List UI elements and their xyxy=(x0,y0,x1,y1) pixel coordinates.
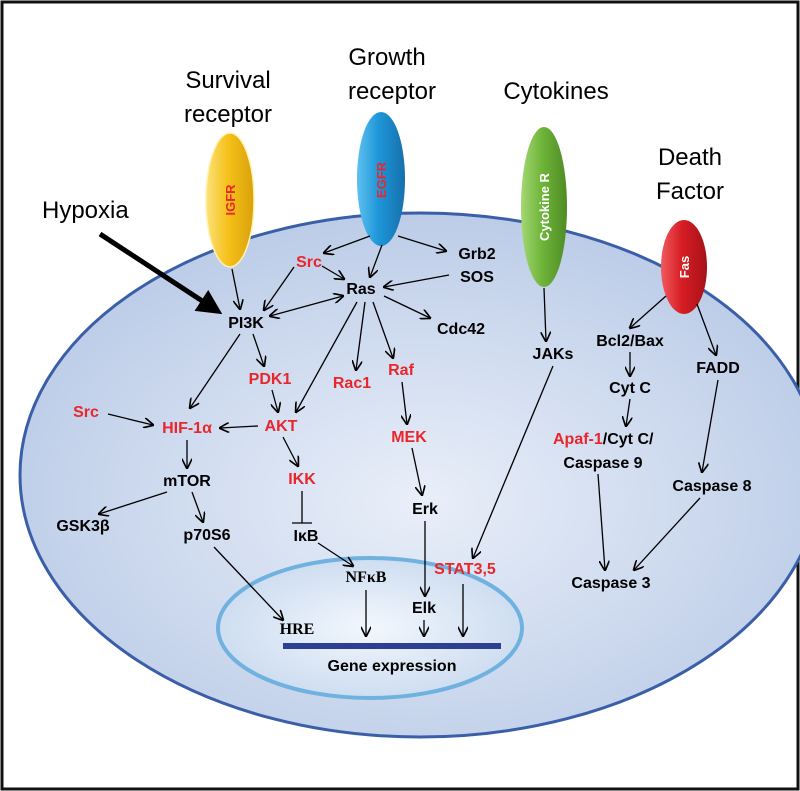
arrow-hypoxia-pi3k xyxy=(98,231,223,315)
caspase-3-node: Caspase 3 xyxy=(571,575,650,592)
hif-1a-node: HIF-1α xyxy=(162,420,212,437)
cytokine-receptor xyxy=(521,127,567,287)
stat3-5-node: STAT3,5 xyxy=(434,561,496,578)
arrow-ras-akt xyxy=(296,301,358,412)
cdc42-node: Cdc42 xyxy=(437,321,485,338)
arrow-fadd-caspase8 xyxy=(702,379,719,472)
arrow-egfr-ras xyxy=(370,244,383,277)
arrow-ikb-nfkb xyxy=(317,542,353,566)
arrow-src-hif xyxy=(107,413,153,425)
arrow-mtor-gsk3b xyxy=(99,491,168,514)
death-factor-subtitle: Factor xyxy=(656,178,724,205)
pdk1-node: PDK1 xyxy=(249,371,292,388)
jaks-node: JAKs xyxy=(533,346,574,363)
egfr-receptor xyxy=(357,112,405,246)
arrow-egfr-grb2 xyxy=(397,235,446,251)
cyt-c-slash-label: /Cyt C/ xyxy=(603,431,654,448)
cytokines-title: Cytokines xyxy=(503,78,608,105)
arrow-pi3k-pdk1 xyxy=(252,333,264,366)
gene-expression-label: Gene expression xyxy=(328,658,457,675)
gene-expression-bar xyxy=(283,643,501,649)
arrow-cytokine-jaks xyxy=(544,287,546,341)
gsk3b-node: GSK3β xyxy=(56,518,110,535)
cytokine-r-label: Cytokine R xyxy=(537,172,552,241)
arrow-akt-hif xyxy=(220,426,259,428)
arrow-igfr-pi3k xyxy=(231,268,240,309)
arrow-pi3k-hif xyxy=(190,333,241,408)
survival-receptor-title: Survival xyxy=(185,67,270,94)
caspase-9-node: Caspase 9 xyxy=(563,455,642,472)
ras-node: Ras xyxy=(346,281,375,298)
src-top-node: Src xyxy=(296,254,322,271)
grb2-node: Grb2 xyxy=(458,246,495,263)
hypoxia-label: Hypoxia xyxy=(42,197,129,224)
arrow-fas-bcl2 xyxy=(630,295,667,328)
pi3k-node: PI3K xyxy=(228,315,264,332)
pathway-arrows xyxy=(98,231,719,636)
arrow-akt-ikk xyxy=(282,436,298,466)
growth-receptor-title: Growth xyxy=(348,44,425,71)
arrow-caspase9-caspase3 xyxy=(597,473,605,570)
arrow-ras-cdc42 xyxy=(383,295,430,318)
ikk-node: IKK xyxy=(288,471,316,488)
arrow-sos-ras xyxy=(384,274,450,287)
mek-node: MEK xyxy=(391,429,427,446)
igfr-receptor xyxy=(205,132,255,268)
arrow-egfr-src xyxy=(324,235,371,253)
arrow-mtor-p70s6 xyxy=(191,491,203,522)
elk-node: Elk xyxy=(412,600,436,617)
arrow-mek-erk xyxy=(411,447,422,495)
raf-node: Raf xyxy=(388,362,414,379)
arrow-pdk1-akt xyxy=(272,389,278,412)
arrow-p70s6-hre xyxy=(213,546,283,620)
igfr-label: IGFR xyxy=(223,184,238,216)
fas-label: Fas xyxy=(677,256,692,278)
fadd-node: FADD xyxy=(696,360,740,377)
hre-node: HRE xyxy=(280,621,315,638)
sos-node: SOS xyxy=(460,269,494,286)
rac1-node: Rac1 xyxy=(333,375,371,392)
egfr-label: EGFR xyxy=(374,161,389,198)
mtor-node: mTOR xyxy=(163,473,211,490)
erk-node: Erk xyxy=(412,501,438,518)
akt-node: AKT xyxy=(265,418,298,435)
fas-receptor xyxy=(661,220,707,314)
arrow-raf-mek xyxy=(402,381,407,424)
nfkb-node: NFκB xyxy=(346,569,387,586)
p70s6-node: p70S6 xyxy=(183,527,230,544)
bcl2-bax-node: Bcl2/Bax xyxy=(596,333,664,350)
arrow-ras-pi3k xyxy=(270,296,343,316)
survival-receptor-subtitle: receptor xyxy=(184,101,272,128)
arrow-ras-rac1 xyxy=(356,301,366,370)
apaf-1-cytc-node: Apaf-1/Cyt C/ xyxy=(553,431,654,448)
death-factor-title: Death xyxy=(658,144,722,171)
cell-body xyxy=(18,211,800,739)
src-left-node: Src xyxy=(73,404,99,421)
cyt-c-node: Cyt C xyxy=(609,380,651,397)
arrow-ras-raf xyxy=(372,301,393,358)
growth-receptor-subtitle: receptor xyxy=(348,78,436,105)
caspase-8-node: Caspase 8 xyxy=(672,478,751,495)
arrow-jaks-stat xyxy=(473,365,554,558)
ikb-node: IκB xyxy=(294,528,319,545)
arrow-caspase8-caspase3 xyxy=(634,497,701,570)
arrow-fas-fadd xyxy=(696,303,716,355)
arrow-cytc-apaf xyxy=(626,398,630,426)
apaf-1-label: Apaf-1 xyxy=(553,431,603,448)
arrow-src-ras xyxy=(321,265,344,279)
